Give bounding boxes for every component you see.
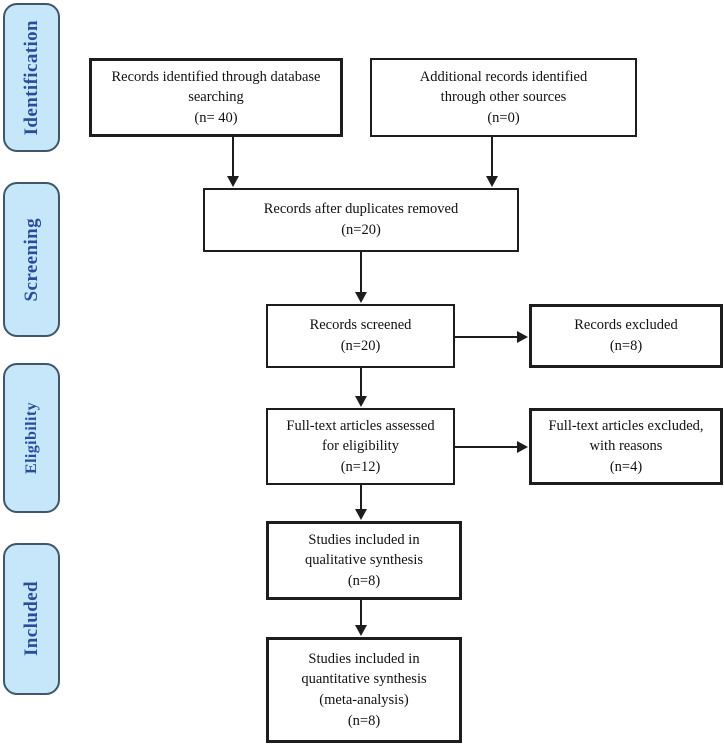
node-records-excluded: Records excluded (n=8) xyxy=(529,304,723,368)
node-additional-records-text: Additional records identified through ot… xyxy=(419,68,588,126)
node-records-identified: Records identified through database sear… xyxy=(89,58,343,137)
phase-label-identification: Identification xyxy=(20,19,42,136)
phase-label-screening: Screening xyxy=(20,217,42,302)
node-fulltext-excluded-text: Full-text articles excluded, with reason… xyxy=(548,417,704,475)
connector-qualitative-to-quantitative xyxy=(360,600,362,626)
node-after-duplicates-text: Records after duplicates removed (n=20) xyxy=(263,201,459,238)
connector-screened-to-fulltext xyxy=(360,368,362,397)
connector-fulltext-to-excluded xyxy=(455,446,518,448)
node-quantitative-synthesis-text: Studies included in quantitative synthes… xyxy=(301,650,427,729)
arrowhead-identified-to-duplicates xyxy=(227,176,239,187)
connector-additional-to-duplicates xyxy=(491,137,493,177)
phase-label-eligibility: Eligibility xyxy=(22,402,40,474)
phase-label-included: Included xyxy=(20,581,42,657)
node-qualitative-synthesis-text: Studies included in qualitative synthesi… xyxy=(305,531,423,589)
arrowhead-duplicates-to-screened xyxy=(355,292,367,303)
connector-duplicates-to-screened xyxy=(360,252,362,293)
arrowhead-screened-to-excluded xyxy=(517,331,528,343)
node-records-identified-text: Records identified through database sear… xyxy=(111,68,321,126)
phase-box-eligibility: Eligibility xyxy=(3,363,60,513)
node-quantitative-synthesis: Studies included in quantitative synthes… xyxy=(266,637,462,743)
node-additional-records: Additional records identified through ot… xyxy=(370,58,637,137)
connector-screened-to-excluded xyxy=(455,336,518,338)
connector-fulltext-to-qualitative xyxy=(360,485,362,510)
node-fulltext-excluded: Full-text articles excluded, with reason… xyxy=(529,408,723,485)
node-qualitative-synthesis: Studies included in qualitative synthesi… xyxy=(266,521,462,600)
node-fulltext-assessed: Full-text articles assessed for eligibil… xyxy=(266,408,455,485)
arrowhead-qualitative-to-quantitative xyxy=(355,625,367,636)
node-records-screened-text: Records screened (n=20) xyxy=(309,317,412,354)
arrowhead-additional-to-duplicates xyxy=(486,176,498,187)
arrowhead-fulltext-to-excluded xyxy=(517,441,528,453)
phase-box-included: Included xyxy=(3,543,60,695)
node-records-screened: Records screened (n=20) xyxy=(266,304,455,368)
node-fulltext-assessed-text: Full-text articles assessed for eligibil… xyxy=(286,417,435,475)
phase-box-screening: Screening xyxy=(3,182,60,337)
node-after-duplicates: Records after duplicates removed (n=20) xyxy=(203,188,519,252)
arrowhead-fulltext-to-qualitative xyxy=(355,509,367,520)
arrowhead-screened-to-fulltext xyxy=(355,396,367,407)
phase-box-identification: Identification xyxy=(3,3,60,152)
node-records-excluded-text: Records excluded (n=8) xyxy=(574,317,678,354)
connector-identified-to-duplicates xyxy=(232,137,234,177)
